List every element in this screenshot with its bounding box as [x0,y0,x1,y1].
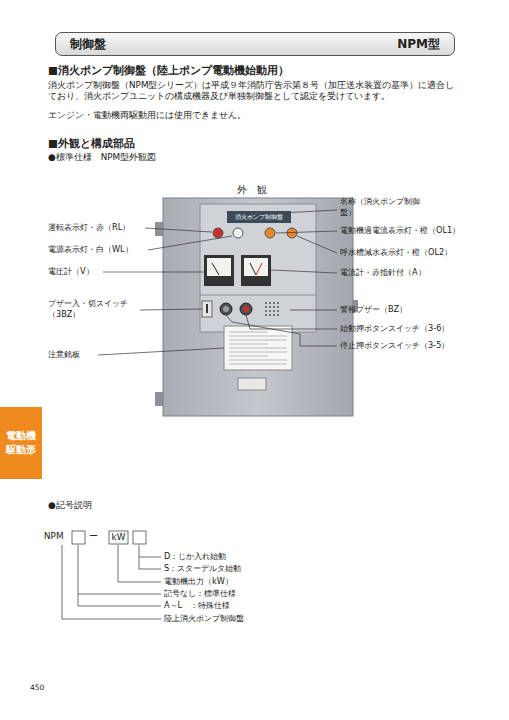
grille-hole [269,306,271,308]
label-stroke [229,348,287,349]
side-tab: 電動機 駆動形 [0,407,42,479]
label-stroke [229,336,287,337]
annotation-text: ●標準仕様 NPM型外観図 [48,152,156,163]
label-stroke [229,356,268,357]
grille-hole [265,306,267,308]
annotation-text: 外 観 [237,184,267,196]
annotation-text: 電流計・赤指針付（A） [340,267,426,278]
grille-hole [265,302,267,304]
grille-hole [269,310,271,312]
annotation-text: A～L ：特殊仕様 [164,600,230,611]
label-stroke [229,352,287,353]
annotation-text: 電動機出力（kW） [164,576,233,587]
annotation-text: 450 [30,683,44,693]
grille-hole [273,310,275,312]
grille-hole [273,302,275,304]
header-band: 制御盤 NPM型 [55,32,455,56]
annotation-text: 消火ポンプ制御盤（NPM型シリーズ）は平成９年消防庁告示第８号（加圧送水装置の基… [48,80,460,103]
annotation-text: ■消火ポンプ制御盤（陸上ポンプ電動機始動用） [48,64,289,78]
node-text: 電動機 駆動形 [5,429,37,457]
label-stroke [229,340,287,341]
grille-hole [277,314,279,316]
annotation-text: ー [89,531,98,542]
grille-hole [277,306,279,308]
annotation-text: 記号なし：標準仕様 [164,588,236,599]
annotation-text: 運転表示灯・赤（RL） [48,222,130,233]
annotation-text: 電動機過電流表示灯・橙（OL1） [340,225,460,236]
annotation-text: ●記号説明 [48,500,92,511]
grille-hole [277,310,279,312]
annotation-text: 電源表示灯・白（WL） [48,244,133,255]
grille-hole [273,306,275,308]
annotation-text: 始動押ボタンスイッチ（3-6） [340,323,449,334]
label-stroke [229,344,268,345]
node-text: NPM型 [397,36,440,53]
annotation-text: 電圧計（V） [48,266,94,277]
annotation-text: 停止押ボタンスイッチ（3-5） [340,340,449,351]
annotation-text: S：スターデルタ始動 [164,563,241,574]
annotation-text: 注意銘板 [48,349,80,360]
grille-hole [277,302,279,304]
annotation-text: 陸上消火ポンプ制御盤 [164,613,244,624]
name-plate: 消火ポンプ制御盤 [227,211,291,223]
grille-hole [265,310,267,312]
node-text: 消火ポンプ制御盤 [227,211,291,223]
annotation-text: D：じか入れ始動 [164,551,226,562]
node-text: 制御盤 [70,36,106,53]
label-stroke [229,360,287,361]
annotation-text: kW [112,532,126,543]
annotation-text: 呼水槽減水表示灯・橙（OL2） [340,247,452,258]
label-stroke [229,364,287,365]
grille-hole [269,314,271,316]
label-stroke [229,332,268,333]
annotation-text: エンジン・電動機両駆動用には使用できません。 [48,110,246,121]
annotation-text: 名称（消火ポンプ制御盤） [340,196,432,217]
grille-hole [265,314,267,316]
annotation-text: NPM [44,531,63,542]
grille-hole [269,302,271,304]
annotation-text: 警報ブザー（BZ） [340,304,407,315]
annotation-text: ■外観と構成部品 [48,137,135,151]
grille-hole [273,314,275,316]
annotation-text: ブザー入・切スイッチ（3BZ） [48,298,138,319]
